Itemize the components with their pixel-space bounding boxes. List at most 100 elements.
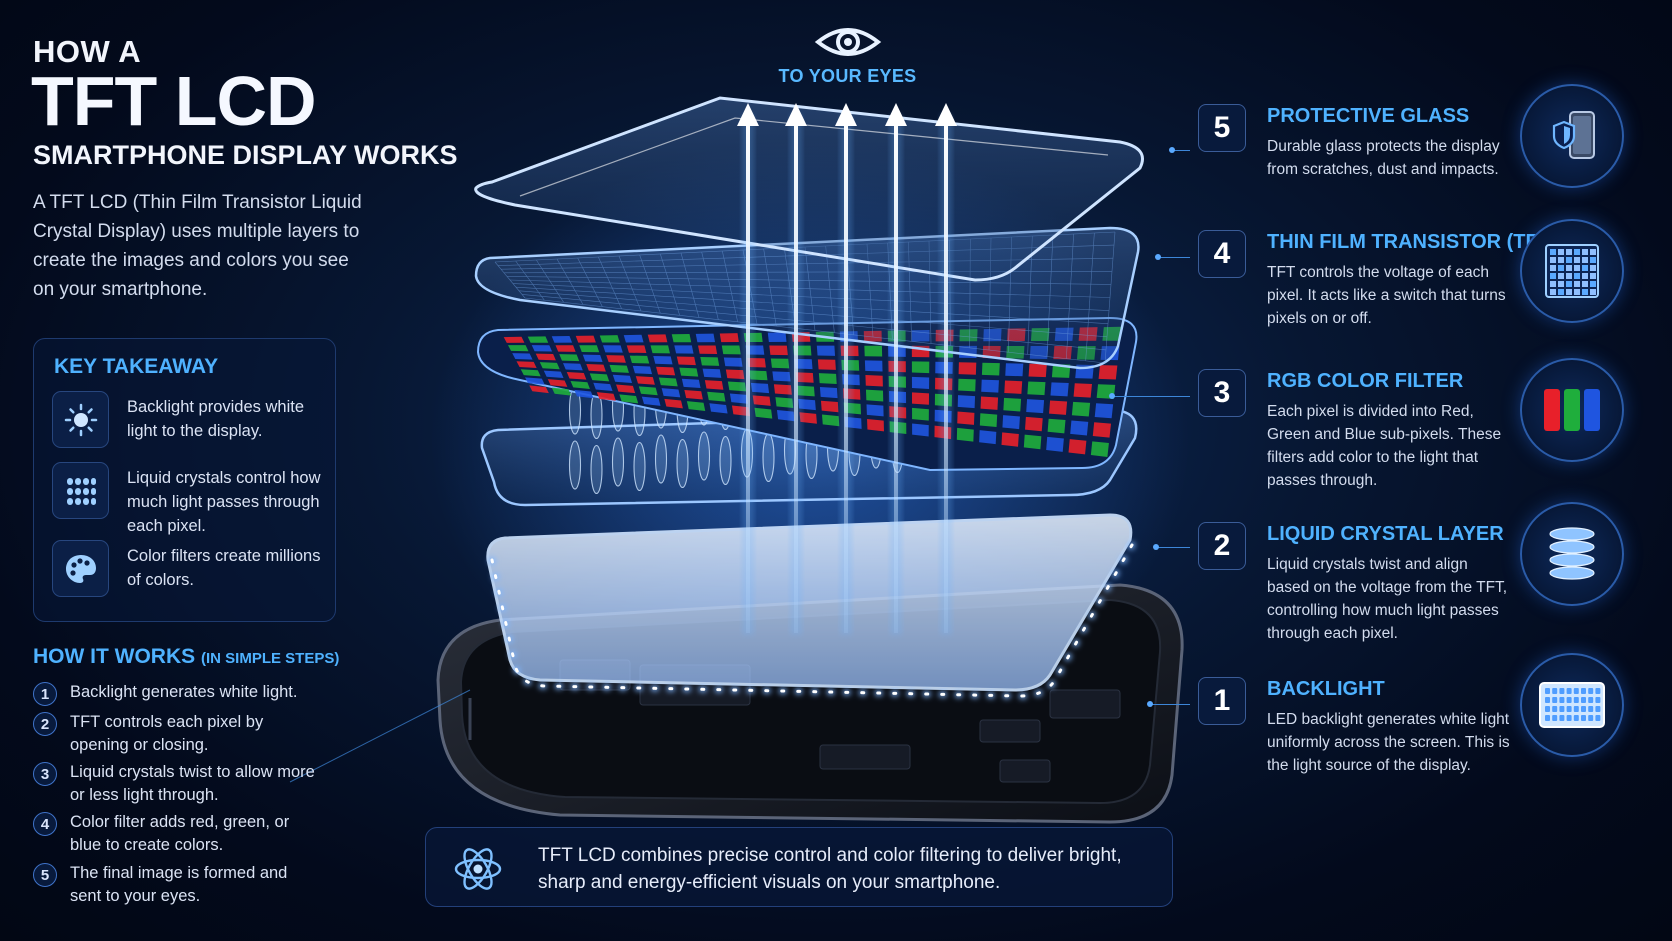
- light-beams: [737, 103, 957, 635]
- led-icon-cell: [1545, 715, 1550, 721]
- subpixel: [574, 389, 594, 399]
- layer-number: 2: [1198, 522, 1246, 570]
- led-icon-cell: [1552, 688, 1558, 694]
- layer-title: RGB COLOR FILTER: [1267, 370, 1464, 392]
- led-icon-cell: [1595, 697, 1601, 703]
- led-icon-cell: [1573, 688, 1579, 694]
- subpixel: [679, 367, 699, 377]
- tft-grid-line: [506, 276, 1112, 285]
- tft-icon-cell: [1550, 289, 1556, 295]
- subpixel: [1002, 415, 1020, 430]
- light-beam: [894, 118, 898, 633]
- subpixel: [865, 375, 883, 387]
- how-it-works-title: HOW IT WORKS (IN SIMPLE STEPS): [33, 645, 339, 669]
- tft-icon-cell: [1574, 249, 1580, 255]
- led-panel-icon: [1520, 653, 1624, 757]
- subpixel: [818, 373, 837, 385]
- layer-title: BACKLIGHT: [1267, 678, 1385, 700]
- subpixel: [957, 411, 975, 425]
- subpixel: [507, 345, 529, 352]
- subpixel: [603, 345, 623, 353]
- led-icon-cell: [1552, 715, 1558, 721]
- tft-icon-cell: [1574, 289, 1580, 295]
- led-icon-cell: [1566, 706, 1572, 712]
- subpixel: [623, 334, 644, 343]
- subpixel: [721, 345, 741, 355]
- led-icon-cell: [1559, 688, 1565, 694]
- subpixel: [1094, 403, 1114, 419]
- tft-icon-cell: [1550, 257, 1556, 263]
- subpixel: [727, 381, 747, 392]
- tft-grid-line: [521, 294, 1107, 351]
- subpixel: [911, 361, 930, 374]
- step-number: 5: [33, 863, 57, 887]
- tft-icon-cell: [1550, 273, 1556, 279]
- tft-icon-cell: [1582, 249, 1588, 255]
- subpixel: [981, 379, 999, 393]
- led-icon-cell: [1566, 688, 1572, 694]
- subpixel: [1050, 382, 1069, 397]
- tft-icon-cell: [1566, 257, 1572, 263]
- layer-number: 4: [1198, 230, 1246, 278]
- subpixel: [958, 378, 976, 392]
- subpixel: [709, 403, 728, 414]
- subpixel: [616, 384, 636, 394]
- step-text: The final image is formed and sent to yo…: [70, 864, 288, 905]
- layer-description: TFT controls the voltage of each pixel. …: [1267, 264, 1506, 327]
- subpixel: [1005, 363, 1024, 377]
- subpixel: [911, 376, 930, 389]
- subpixel: [750, 382, 770, 394]
- subpixel: [671, 333, 692, 343]
- subpixel: [1003, 397, 1022, 412]
- tft-icon-cell: [1558, 289, 1564, 295]
- tft-icon-cell: [1558, 265, 1564, 271]
- subpixel: [865, 389, 884, 402]
- subpixel: [958, 362, 977, 375]
- subpixel: [596, 392, 616, 401]
- takeaway-item: Backlight provides white light to the di…: [52, 391, 322, 451]
- summary-text: TFT LCD combines precise control and col…: [538, 845, 1122, 893]
- led-icon-cell: [1545, 697, 1550, 703]
- layer-number: 5: [1198, 104, 1246, 152]
- led-icon-cell: [1588, 715, 1594, 721]
- subpixel: [1071, 401, 1091, 417]
- subpixel: [864, 360, 883, 372]
- subpixel: [535, 353, 556, 361]
- subpixel: [1026, 399, 1045, 414]
- tft-grid-line: [524, 297, 1106, 364]
- tft-icon-cell: [1558, 257, 1564, 263]
- subpixel: [719, 333, 739, 343]
- led-icon-cell: [1581, 715, 1586, 721]
- liquid-crystal: [654, 434, 668, 484]
- tft-icon-cell: [1590, 273, 1596, 279]
- subpixel: [1051, 364, 1071, 378]
- subpixel: [531, 345, 553, 352]
- liquid-crystal: [590, 444, 603, 495]
- subpixel: [725, 369, 745, 380]
- led-icon-cell: [1581, 697, 1586, 703]
- subpixel: [866, 404, 884, 417]
- subpixel: [641, 396, 661, 406]
- subpixel: [582, 354, 603, 362]
- subpixel: [1049, 400, 1068, 415]
- subpixel: [559, 354, 580, 362]
- subpixel: [684, 389, 703, 400]
- subpixel: [695, 333, 716, 343]
- subpixel: [822, 414, 840, 427]
- crystal-stack-icon: [1520, 502, 1624, 606]
- layer-connector: [1153, 544, 1190, 550]
- layer-title: LIQUID CRYSTAL LAYER: [1267, 523, 1504, 545]
- subpixel: [686, 401, 706, 411]
- subpixel: [656, 366, 676, 376]
- subpixel: [650, 345, 670, 354]
- subpixel: [1073, 383, 1092, 398]
- tft-icon-cell: [1582, 273, 1588, 279]
- tft-icon-cell: [1558, 273, 1564, 279]
- liquid-crystal: [719, 435, 732, 486]
- takeaway-text: Liquid crystals control how much light p…: [127, 469, 321, 535]
- summary-panel: TFT LCD combines precise control and col…: [425, 827, 1173, 907]
- led-icon-cell: [1581, 688, 1586, 694]
- subpixel: [593, 382, 613, 392]
- subpixel: [563, 363, 583, 371]
